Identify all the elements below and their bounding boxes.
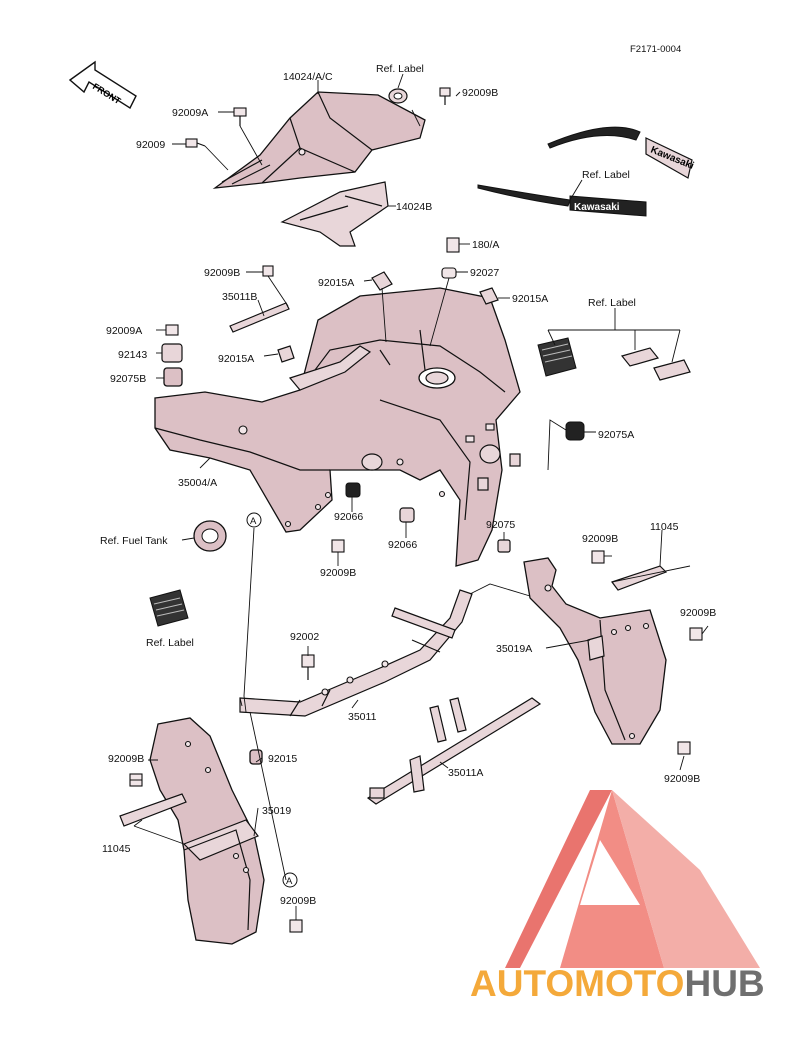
bracket-14024b-part [280,181,389,247]
grommet-icon [165,324,179,336]
svg-text:A: A [286,876,293,887]
label-92015a-1: 92015A [318,277,354,289]
clip-icon [277,345,295,363]
bolt-icon [331,539,345,553]
label-11045-1: 11045 [650,521,679,533]
bracket-92015a-part [288,345,372,391]
leader-lines [130,73,709,920]
label-92009b-3: 92009B [582,533,618,545]
rear-fender-35019-part [149,717,265,945]
label-92075b: 92075B [110,373,146,385]
bolt-icon [677,741,691,755]
watermark-logo: AUTOMOTOHUB [470,790,765,1004]
label-sticker-icon [149,589,189,627]
label-ref-label-2: Ref. Label [582,169,630,181]
label-180a: 180/A [472,239,499,251]
label-35019: 35019 [262,805,291,817]
label-92015a-2: 92015A [512,293,548,305]
grommet-icon [565,421,585,441]
label-35004a: 35004/A [178,477,217,489]
strip-11045-part [611,565,668,591]
label-92027: 92027 [470,267,499,279]
label-92143: 92143 [118,349,147,361]
fuel-tank-ring-icon [193,520,227,552]
bolt-icon [262,265,274,277]
ref-marker-a-icon: A [246,512,262,528]
frame-35011a-part [366,697,542,805]
bolt-icon [439,87,451,105]
label-92009b-7: 92009B [108,753,144,765]
label-ref-label-3: Ref. Label [588,297,636,309]
grommet-icon [497,539,511,553]
label-35019a: 35019A [496,643,532,655]
rear-fender-35019a-part [523,557,667,745]
label-92066-1: 92066 [334,511,363,523]
label-sticker-icon [537,337,577,377]
label-92009a-2: 92009A [106,325,142,337]
bolt-icon [591,550,605,564]
label-ref-label-1: Ref. Label [376,63,424,75]
front-arrow-icon: FRONT [68,60,137,110]
svg-text:A: A [250,516,257,527]
label-92009b-5: 92009B [680,607,716,619]
label-92015a-3: 92015A [218,353,254,365]
decal-stripe-lower: Kawasaki [477,184,647,217]
watermark-triangle-icon [505,790,760,968]
label-sticker-icon [653,359,691,381]
bolt-icon [446,237,460,253]
bolt-icon [289,919,303,933]
label-92009b-6: 92009B [664,773,700,785]
bolt-icon [233,107,247,126]
label-35011a: 35011A [448,767,483,779]
label-35011b: 35011B [222,291,257,303]
svg-text:AUTOMOTOHUB: AUTOMOTOHUB [470,963,765,1004]
label-92075a: 92075A [598,429,634,441]
label-92009b-4: 92009B [320,567,356,579]
label-92015: 92015 [268,753,297,765]
bolt-icon [185,138,206,148]
cover-14024-part [212,91,426,189]
part-labels: 14024/A/C Ref. Label 92009B 92009A 92009… [100,63,716,907]
clip-icon [479,287,499,305]
label-14024b: 14024B [396,201,432,213]
label-92009: 92009 [136,139,165,151]
rod-35011b-part [229,302,290,333]
label-92009b-1: 92009B [462,87,498,99]
ref-marker-a-icon: A [282,872,298,888]
label-92009a-1: 92009A [172,107,208,119]
label-sticker-icon [620,347,660,367]
label-ring-icon [388,88,408,104]
label-92009b-8: 92009B [280,895,316,907]
watermark-auto: AUTOMOTO [470,963,684,1004]
decal-text-lower: Kawasaki [574,202,620,213]
label-35011: 35011 [348,711,377,723]
bolt-icon [689,627,703,641]
label-92075: 92075 [486,519,515,531]
label-ref-label-4: Ref. Label [146,637,194,649]
grommet-icon [163,367,183,387]
strip-11045-part [119,793,187,827]
grommet-icon [345,482,361,498]
grommet-icon [399,507,415,523]
bolt-icon [441,267,457,279]
grommet-icon [161,343,183,363]
figure-code: F2171-0004 [630,44,681,55]
label-11045-2: 11045 [102,843,131,855]
label-ref-fuel-tank: Ref. Fuel Tank [100,535,168,547]
label-14024ac: 14024/A/C [283,71,333,83]
clip-icon [371,271,393,291]
label-92066-2: 92066 [388,539,417,551]
front-fender-35004-part [154,287,521,567]
label-92009b-2: 92009B [204,267,240,279]
watermark-hub: HUB [684,963,764,1004]
frame-35011-part [239,589,473,765]
label-92002: 92002 [290,631,319,643]
